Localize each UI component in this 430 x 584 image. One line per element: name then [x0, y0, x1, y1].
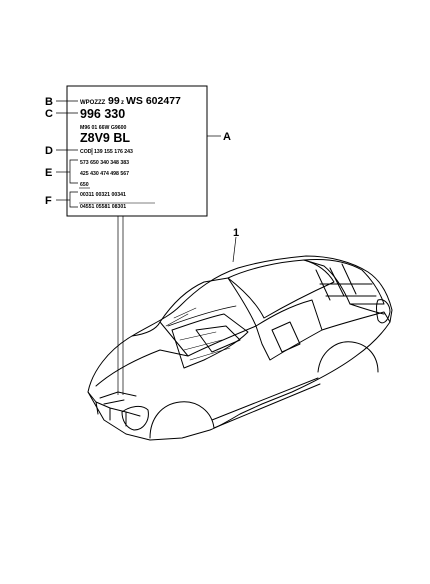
label-border [66, 85, 208, 217]
door-pillar-inner [271, 321, 301, 353]
front-wheel-arch [149, 401, 215, 439]
callout-c: C [45, 108, 53, 120]
front-nose [87, 391, 141, 427]
rear-quarter [321, 303, 391, 331]
callout-a: A [223, 131, 231, 143]
callout-part-1: 1 [233, 227, 239, 239]
tunnel [195, 325, 241, 353]
rear-lamp-opening [376, 299, 391, 324]
leader-part-1 [232, 236, 237, 263]
color-code: Z8V9 BL [80, 131, 130, 145]
vin-small-letter: z [121, 100, 124, 106]
rear-structure-1 [315, 263, 357, 301]
callout-e: E [45, 167, 52, 179]
options-row-2: 425 430 474 498 567 [80, 171, 129, 177]
sill [211, 377, 321, 429]
cod-row: 139 155 176 243 [94, 149, 133, 155]
m96-line: M96 01 66W G9600 [80, 125, 127, 131]
f-row-2: 04551 05581 08301 [80, 204, 126, 210]
part-number: 996 330 [80, 107, 125, 121]
callouts [56, 100, 237, 395]
leader-e [69, 159, 78, 184]
hood [95, 321, 189, 387]
rear-wheel-arch [317, 341, 379, 373]
floor-ribs [165, 307, 231, 361]
vin-serial: WS 602477 [126, 95, 181, 107]
callout-b: B [45, 96, 53, 108]
callout-d: D [45, 145, 53, 157]
leader-f [69, 191, 78, 208]
car-body-shell [87, 255, 393, 441]
vin-model: 99 [108, 95, 120, 107]
rear-structure-2 [319, 283, 377, 297]
options-row-3: 650 [80, 182, 89, 188]
f-row-1: 00311 00321 00341 [80, 192, 126, 198]
cockpit-floor [171, 313, 249, 369]
roof [227, 259, 335, 319]
door-opening [255, 299, 323, 361]
cod-prefix: COD [80, 149, 92, 155]
windscreen-frame [159, 277, 257, 357]
front-crossmember [99, 391, 137, 405]
body-outline [87, 255, 393, 441]
callout-f: F [45, 195, 52, 207]
options-row-1: 573 650 340 348 383 [80, 160, 129, 166]
vin-prefix: WPOZZZ [80, 100, 106, 106]
vehicle-data-label: WPOZZZ 99 z WS 602477 996 330 M96 01 66W… [66, 85, 208, 217]
rear-opening [303, 259, 385, 305]
dashboard-line [167, 305, 237, 327]
headlamp-opening [121, 405, 149, 431]
